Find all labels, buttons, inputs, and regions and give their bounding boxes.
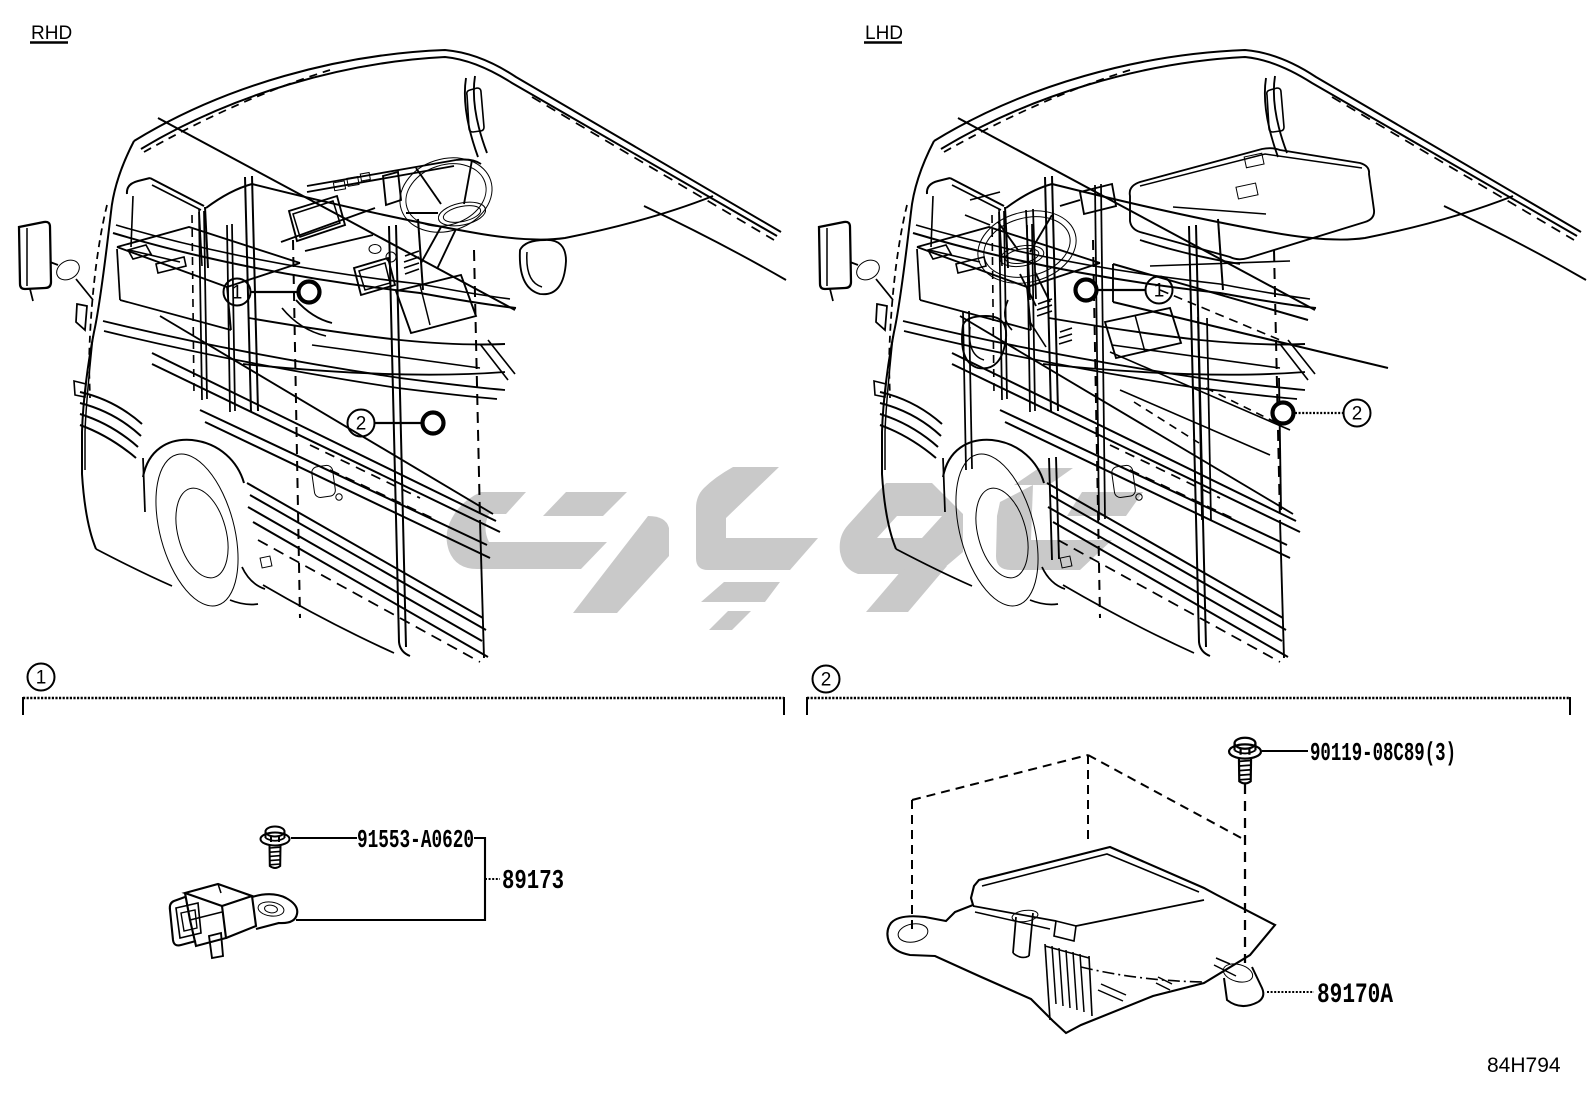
svg-text:2: 2 [356,414,367,435]
svg-text:89170A: 89170A [1317,980,1393,1011]
svg-text:89173: 89173 [502,867,564,897]
svg-text:1: 1 [232,283,243,304]
svg-text:1: 1 [36,668,47,689]
svg-text:2: 2 [1352,404,1363,425]
svg-text:2: 2 [821,670,832,691]
svg-text:91553-A0620: 91553-A0620 [357,825,474,855]
svg-text:LHD: LHD [865,23,903,44]
svg-text:84H794: 84H794 [1487,1054,1561,1077]
svg-text:90119-08C89(3): 90119-08C89(3) [1310,738,1456,768]
svg-text:1: 1 [1154,281,1165,302]
svg-text:RHD: RHD [31,23,72,44]
